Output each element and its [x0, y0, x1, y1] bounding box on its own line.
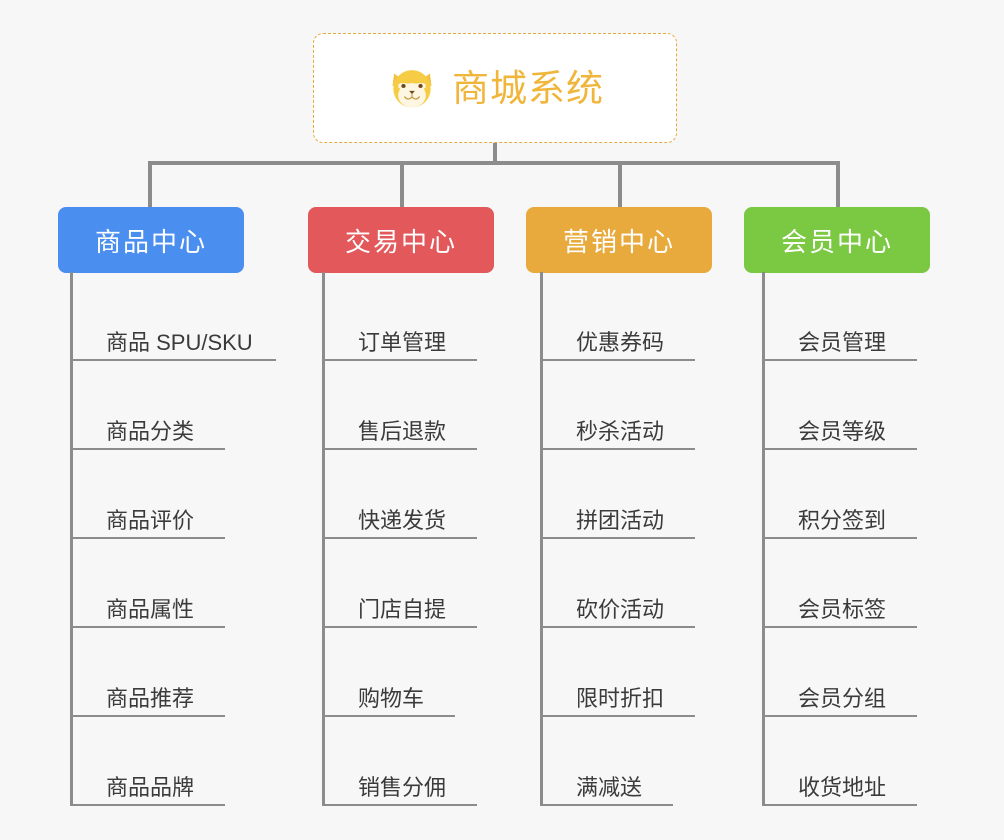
category-box-4[interactable]: 会员中心: [744, 207, 930, 273]
leaf-label: 商品分类: [106, 418, 195, 444]
leaf-item[interactable]: 商品分类: [70, 361, 225, 450]
leaf-item[interactable]: 快递发货: [322, 450, 477, 539]
leaf-item[interactable]: 会员管理: [762, 272, 917, 361]
category-label-3: 营销中心: [562, 226, 675, 257]
leaf-label: 商品评价: [106, 507, 195, 533]
leaf-label: 快递发货: [358, 507, 447, 533]
leaf-item[interactable]: 拼团活动: [540, 450, 695, 539]
leaf-item[interactable]: 销售分佣: [322, 717, 477, 806]
root-node[interactable]: 商城系统: [313, 33, 677, 143]
leaf-item[interactable]: 收货地址: [762, 717, 917, 806]
leaf-label: 订单管理: [358, 329, 447, 355]
branch-drop-line-3: [618, 161, 622, 207]
leaf-label: 满减送: [576, 774, 643, 800]
leaf-item[interactable]: 商品推荐: [70, 628, 225, 717]
category-label-2: 交易中心: [344, 226, 457, 257]
branch-drop-line-2: [400, 161, 404, 207]
leaf-label: 商品 SPU/SKU: [106, 329, 253, 355]
leaf-item[interactable]: 满减送: [540, 717, 673, 806]
leaf-label: 购物车: [358, 685, 425, 711]
shiba-dog-icon: [392, 70, 432, 108]
leaf-item[interactable]: 限时折扣: [540, 628, 695, 717]
leaf-item[interactable]: 优惠券码: [540, 272, 695, 361]
leaf-label: 会员标签: [798, 596, 887, 622]
leaf-label: 商品品牌: [106, 774, 195, 800]
leaf-item[interactable]: 砍价活动: [540, 539, 695, 628]
category-box-2[interactable]: 交易中心: [308, 207, 494, 273]
leaf-label: 拼团活动: [576, 507, 665, 533]
leaf-label: 秒杀活动: [576, 418, 665, 444]
leaf-item[interactable]: 商品属性: [70, 539, 225, 628]
leaf-item[interactable]: 商品评价: [70, 450, 225, 539]
leaf-label: 会员分组: [798, 685, 887, 711]
root-stem-line: [493, 143, 497, 164]
leaf-item[interactable]: 商品 SPU/SKU: [70, 272, 276, 361]
category-box-1[interactable]: 商品中心: [58, 207, 244, 273]
leaf-item[interactable]: 会员标签: [762, 539, 917, 628]
leaf-label: 限时折扣: [576, 685, 665, 711]
leaf-label: 会员等级: [798, 418, 887, 444]
branch-drop-line-1: [148, 161, 152, 207]
leaf-item[interactable]: 订单管理: [322, 272, 477, 361]
branch-trunk-3: [540, 272, 543, 806]
leaf-label: 商品属性: [106, 596, 195, 622]
leaf-item[interactable]: 购物车: [322, 628, 455, 717]
branch-bus-line: [150, 161, 840, 165]
leaf-item[interactable]: 会员分组: [762, 628, 917, 717]
leaf-item[interactable]: 售后退款: [322, 361, 477, 450]
branch-trunk-4: [762, 272, 765, 806]
leaf-label: 积分签到: [798, 507, 887, 533]
leaf-item[interactable]: 商品品牌: [70, 717, 225, 806]
branch-trunk-2: [322, 272, 325, 806]
category-label-1: 商品中心: [94, 226, 207, 257]
leaf-item[interactable]: 门店自提: [322, 539, 477, 628]
leaf-label: 砍价活动: [576, 596, 665, 622]
leaf-item[interactable]: 积分签到: [762, 450, 917, 539]
branch-trunk-1: [70, 272, 73, 806]
leaf-label: 销售分佣: [358, 774, 447, 800]
leaf-label: 门店自提: [358, 596, 447, 622]
category-label-4: 会员中心: [780, 226, 893, 257]
category-box-3[interactable]: 营销中心: [526, 207, 712, 273]
leaf-label: 收货地址: [798, 774, 887, 800]
branch-drop-line-4: [836, 161, 840, 207]
leaf-item[interactable]: 秒杀活动: [540, 361, 695, 450]
leaf-label: 商品推荐: [106, 685, 195, 711]
root-title: 商城系统: [452, 67, 604, 109]
leaf-label: 优惠券码: [576, 329, 665, 355]
leaf-label: 售后退款: [358, 418, 447, 444]
leaf-item[interactable]: 会员等级: [762, 361, 917, 450]
leaf-label: 会员管理: [798, 329, 887, 355]
